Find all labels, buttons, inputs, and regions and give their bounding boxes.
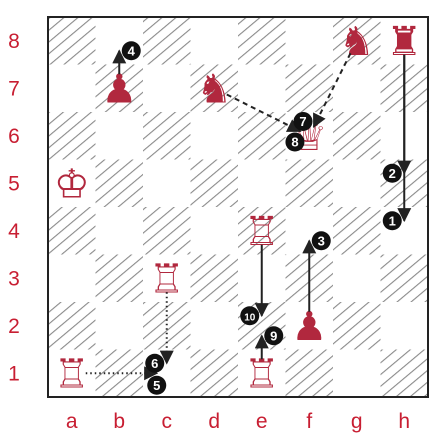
svg-text:10: 10 (244, 312, 256, 323)
square-h2 (381, 302, 429, 350)
square-b3 (96, 255, 144, 303)
move-badge-9: 9 (264, 326, 283, 345)
square-f1 (286, 350, 334, 398)
square-g5 (333, 160, 381, 208)
rank-label: 4 (8, 220, 20, 243)
file-label: b (113, 410, 125, 433)
move-badge-10: 10 (240, 306, 259, 325)
white-rook-c3[interactable]: ♖ (149, 256, 185, 302)
square-a3 (48, 255, 96, 303)
white-rook-a1[interactable]: ♖ (54, 351, 90, 397)
square-c7 (143, 65, 191, 113)
square-e8 (238, 17, 286, 65)
square-c5 (143, 160, 191, 208)
square-g4 (333, 207, 381, 255)
svg-text:8: 8 (291, 135, 298, 150)
square-c6 (143, 112, 191, 160)
move-badge-2: 2 (383, 164, 402, 183)
square-f5 (286, 160, 334, 208)
square-f7 (286, 65, 334, 113)
square-g6 (333, 112, 381, 160)
square-g1 (333, 350, 381, 398)
rank-label: 6 (8, 125, 20, 148)
square-e7 (238, 65, 286, 113)
white-king-a5[interactable]: ♔ (54, 161, 90, 207)
square-d3 (191, 255, 239, 303)
move-badge-8: 8 (285, 133, 304, 152)
file-label: f (306, 410, 312, 433)
square-a2 (48, 302, 96, 350)
svg-text:1: 1 (389, 213, 396, 228)
square-f8 (286, 17, 334, 65)
svg-text:2: 2 (389, 166, 396, 181)
black-knight-d7[interactable]: ♞ (196, 66, 232, 112)
rank-label: 8 (8, 30, 20, 53)
square-g7 (333, 65, 381, 113)
svg-text:4: 4 (128, 43, 136, 58)
square-d8 (191, 17, 239, 65)
square-d6 (191, 112, 239, 160)
square-g2 (333, 302, 381, 350)
rank-label: 1 (8, 362, 20, 385)
file-label: g (351, 410, 363, 433)
move-badge-7: 7 (293, 112, 312, 131)
file-label: c (162, 410, 173, 433)
square-d5 (191, 160, 239, 208)
square-d2 (191, 302, 239, 350)
move-badge-6: 6 (145, 354, 164, 373)
svg-text:3: 3 (318, 233, 325, 248)
square-b6 (96, 112, 144, 160)
rank-label: 5 (8, 172, 20, 195)
square-d4 (191, 207, 239, 255)
square-a6 (48, 112, 96, 160)
file-label: h (398, 410, 410, 433)
square-a7 (48, 65, 96, 113)
square-e6 (238, 112, 286, 160)
svg-text:7: 7 (299, 114, 306, 129)
rank-labels: 1 2 3 4 5 6 7 8 (8, 30, 20, 386)
square-b4 (96, 207, 144, 255)
move-badge-1: 1 (383, 211, 402, 230)
square-e5 (238, 160, 286, 208)
rank-label: 7 (8, 77, 20, 100)
svg-text:6: 6 (151, 356, 158, 371)
move-badge-4: 4 (122, 41, 141, 60)
move-badge-3: 3 (312, 231, 331, 250)
file-labels: a b c d e f g h (66, 410, 410, 433)
square-c8 (143, 17, 191, 65)
rank-label: 3 (8, 267, 20, 290)
square-a8 (48, 17, 96, 65)
square-c4 (143, 207, 191, 255)
svg-text:5: 5 (153, 378, 160, 393)
black-knight-g8[interactable]: ♞ (339, 19, 375, 65)
square-h3 (381, 255, 429, 303)
square-h1 (381, 350, 429, 398)
square-g3 (333, 255, 381, 303)
file-label: a (66, 410, 78, 433)
rank-label: 2 (8, 315, 20, 338)
square-b5 (96, 160, 144, 208)
file-label: d (208, 410, 220, 433)
square-a4 (48, 207, 96, 255)
square-b2 (96, 302, 144, 350)
square-d1 (191, 350, 239, 398)
svg-text:9: 9 (270, 328, 277, 343)
file-label: e (256, 410, 268, 433)
move-badge-5: 5 (147, 376, 166, 395)
